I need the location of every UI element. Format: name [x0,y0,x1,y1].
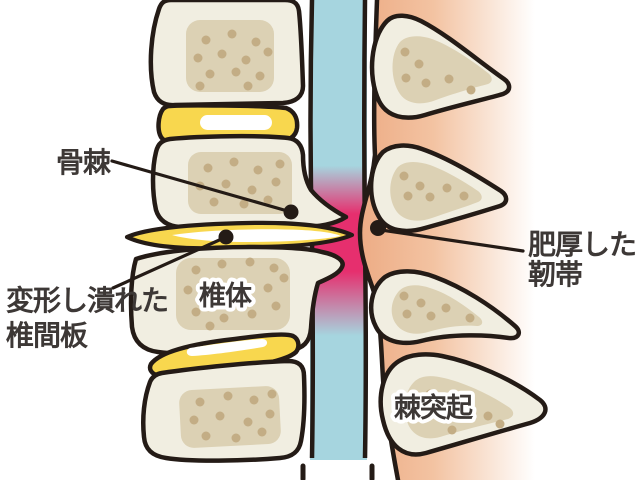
canal-continuation-dashes [300,463,375,480]
bone-texture-dots [193,29,273,91]
bone-spur-leader-line [110,159,293,214]
bone-texture-dots [399,291,475,323]
bone-texture-dots [195,157,285,209]
vertebra-1 [148,0,306,108]
ligament-marker-dot [370,220,386,236]
spinous-process-3 [368,269,522,346]
bone-texture-dots [399,171,469,202]
spinous-process-2 [368,143,509,234]
bone-texture-dots [400,47,476,95]
bone-texture-dots [425,389,505,435]
bone-texture-dots [189,389,277,443]
disc-highlight [172,229,341,242]
deformed-disc-leader-line [111,235,228,290]
bone-texture-dots [183,257,289,331]
spinous-process-1 [369,13,512,120]
vertebra-2-with-bone-spur [150,133,349,232]
label-deformed-disc-line1: 変形し潰れた [6,284,168,316]
label-vertebral-body: 椎体 [199,281,253,311]
label-deformed-disc-line2: 椎間板 [6,320,88,351]
label-thickened-ligament-line1: 肥厚した [528,229,636,260]
spinous-process-4 [378,352,548,457]
label-spinous-process: 棘突起 [394,392,474,423]
vertebral-column [124,0,355,463]
ligament-leader-line [379,228,525,253]
label-thickened-ligament-line2: 靭帯 [528,259,583,290]
annotations [110,159,525,290]
disc-highlight [200,115,272,130]
vertebra-4 [141,358,307,463]
bone-spur-marker-dot [283,204,299,220]
deformed-disc-marker-dot [218,229,234,245]
deformed-crushed-disc [124,220,355,251]
vertebra-3 [128,244,345,357]
spinous-processes [368,13,548,457]
label-bone-spur: 骨棘 [56,147,111,178]
disc-highlight [186,339,268,356]
